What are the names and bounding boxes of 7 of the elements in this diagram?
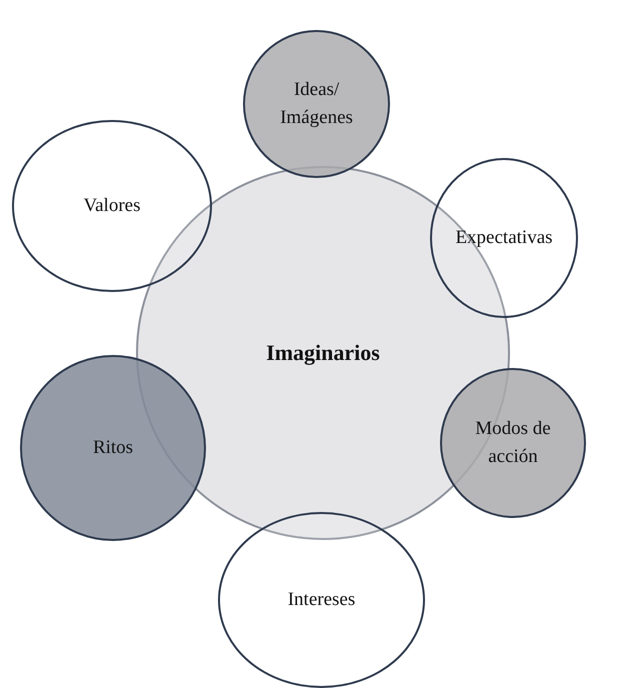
node-label: Intereses	[288, 588, 356, 612]
node-label: Ideas/ Imágenes	[279, 78, 354, 130]
node-label: Ritos	[92, 436, 134, 460]
node-label: Modos de acción	[474, 417, 552, 469]
center-label: Imaginarios	[266, 339, 380, 368]
node-label: Valores	[84, 194, 140, 218]
node-label: Expectativas	[455, 226, 553, 250]
